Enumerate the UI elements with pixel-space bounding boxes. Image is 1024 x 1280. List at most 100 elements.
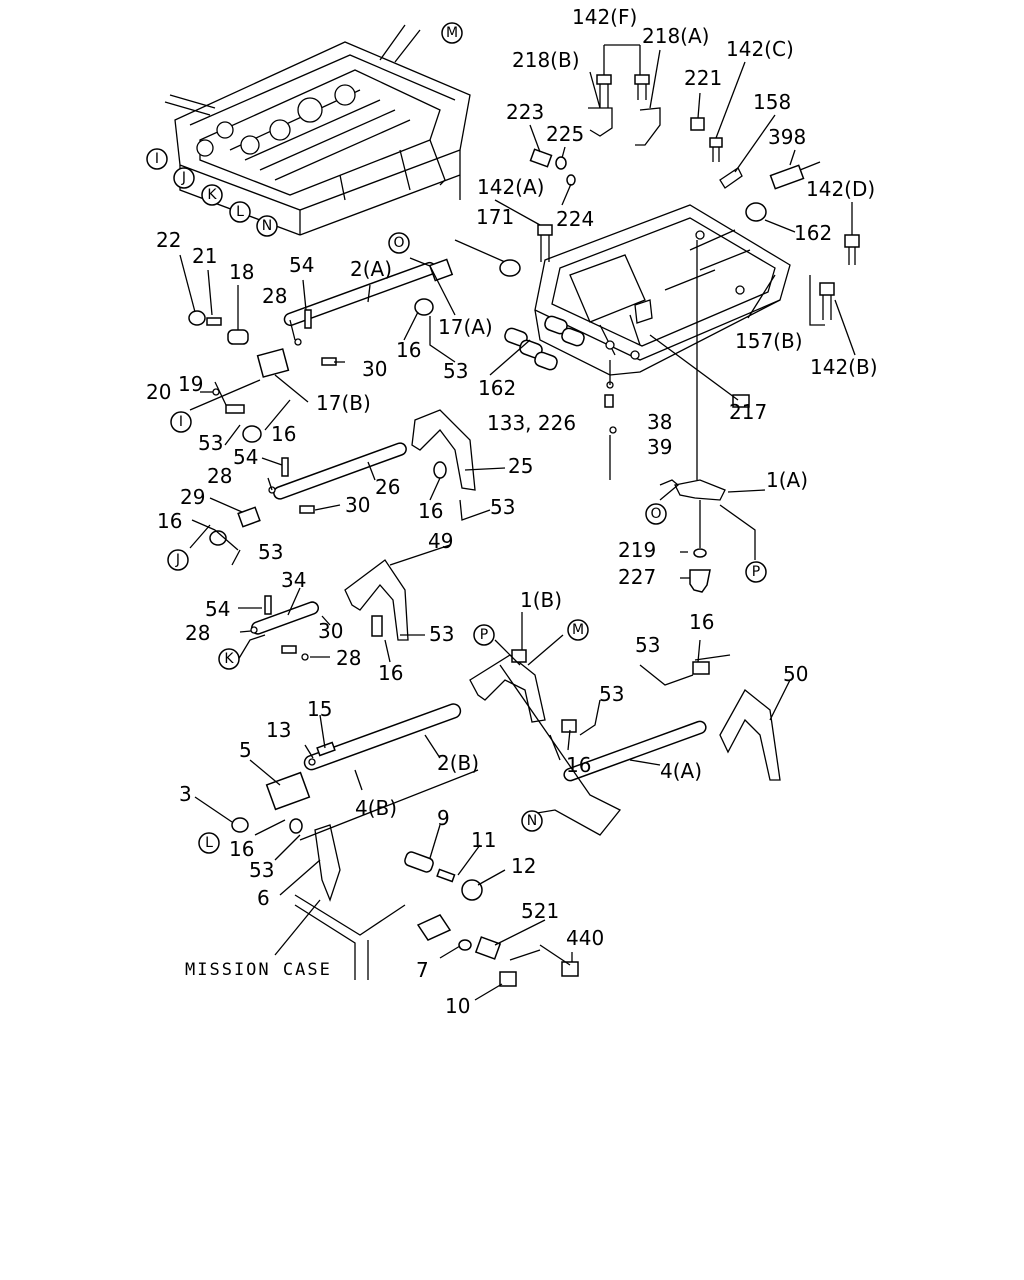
svg-text:O: O bbox=[650, 506, 661, 522]
svg-text:L: L bbox=[205, 835, 213, 851]
label-25: 25 bbox=[508, 454, 533, 478]
label-142A: 142(A) bbox=[477, 175, 544, 199]
label-158: 158 bbox=[753, 90, 791, 114]
callout-L-top: L bbox=[229, 201, 251, 223]
callout-K-top: K bbox=[201, 184, 223, 206]
mission-case-outline bbox=[294, 894, 406, 980]
shift-assembly-overview bbox=[164, 24, 471, 236]
callout-I-mid: I bbox=[170, 411, 192, 433]
svg-text:M: M bbox=[572, 622, 584, 638]
svg-text:I: I bbox=[155, 151, 159, 167]
label-53-d: 53 bbox=[258, 540, 283, 564]
label-12: 12 bbox=[511, 854, 536, 878]
label-16-h: 16 bbox=[229, 837, 254, 861]
label-19: 19 bbox=[178, 372, 203, 396]
label-4A: 4(A) bbox=[660, 759, 702, 783]
shift-forks bbox=[314, 409, 781, 902]
label-142B: 142(B) bbox=[810, 355, 878, 379]
label-225: 225 bbox=[546, 122, 584, 146]
label-16-c: 16 bbox=[418, 499, 443, 523]
label-2A: 2(A) bbox=[350, 257, 392, 281]
label-5: 5 bbox=[239, 738, 252, 762]
label-38: 38 bbox=[647, 410, 672, 434]
callout-J-mid: J bbox=[167, 549, 189, 571]
label-13: 13 bbox=[266, 718, 291, 742]
detent-parts bbox=[604, 381, 726, 593]
label-50: 50 bbox=[783, 662, 808, 686]
label-16-e: 16 bbox=[378, 661, 403, 685]
label-142F: 142(F) bbox=[572, 5, 637, 29]
label-142C: 142(C) bbox=[726, 37, 794, 61]
label-54-b: 54 bbox=[233, 445, 258, 469]
svg-text:I: I bbox=[179, 414, 183, 430]
label-3: 3 bbox=[179, 782, 192, 806]
label-219: 219 bbox=[618, 538, 656, 562]
label-2B: 2(B) bbox=[437, 751, 479, 775]
label-162-bottom: 162 bbox=[478, 376, 516, 400]
label-16-a: 16 bbox=[396, 338, 421, 362]
label-21: 21 bbox=[192, 244, 217, 268]
svg-text:K: K bbox=[207, 187, 217, 203]
label-162-top: 162 bbox=[794, 221, 832, 245]
label-1B: 1(B) bbox=[520, 588, 562, 612]
label-53-f: 53 bbox=[635, 633, 660, 657]
callout-P-fork: P bbox=[473, 624, 495, 646]
callout-L-lower: L bbox=[198, 832, 220, 854]
label-10: 10 bbox=[445, 994, 470, 1018]
label-53-h: 53 bbox=[249, 858, 274, 882]
small-fittings bbox=[188, 258, 710, 987]
label-49: 49 bbox=[428, 529, 453, 553]
svg-text:K: K bbox=[224, 651, 234, 667]
label-1A: 1(A) bbox=[766, 468, 808, 492]
label-28-a: 28 bbox=[262, 284, 287, 308]
svg-text:J: J bbox=[175, 552, 180, 568]
label-53-c: 53 bbox=[490, 495, 515, 519]
callout-P-right: P bbox=[745, 561, 767, 583]
label-16-g: 16 bbox=[566, 753, 591, 777]
label-53-e: 53 bbox=[429, 622, 454, 646]
label-28-d: 28 bbox=[336, 646, 361, 670]
label-17B: 17(B) bbox=[316, 391, 371, 415]
label-221: 221 bbox=[684, 66, 722, 90]
label-53-b: 53 bbox=[198, 431, 223, 455]
label-28-c: 28 bbox=[185, 621, 210, 645]
callout-O-right: O bbox=[645, 503, 667, 525]
svg-text:J: J bbox=[181, 170, 186, 186]
svg-text:O: O bbox=[393, 235, 404, 251]
svg-text:L: L bbox=[236, 204, 244, 220]
label-4B: 4(B) bbox=[355, 796, 397, 820]
svg-text:P: P bbox=[752, 564, 760, 580]
cylinder-parts bbox=[504, 315, 585, 371]
label-440: 440 bbox=[566, 926, 604, 950]
callout-N-lower: N bbox=[521, 810, 543, 832]
label-30-c: 30 bbox=[318, 619, 343, 643]
callout-M-top: M bbox=[441, 22, 463, 44]
label-157B: 157(B) bbox=[735, 329, 803, 353]
label-39: 39 bbox=[647, 435, 672, 459]
callout-O-top: O bbox=[388, 232, 410, 254]
label-6: 6 bbox=[257, 886, 270, 910]
label-29: 29 bbox=[180, 485, 205, 509]
callout-K-mid: K bbox=[218, 648, 240, 670]
part-labels: 142(F) 218(A) 218(B) 221 142(C) 223 225 … bbox=[146, 5, 878, 1018]
label-227: 227 bbox=[618, 565, 656, 589]
label-34: 34 bbox=[281, 568, 306, 592]
callout-N-top: N bbox=[256, 215, 278, 237]
label-54-a: 54 bbox=[289, 253, 314, 277]
label-53-g: 53 bbox=[599, 682, 624, 706]
label-20: 20 bbox=[146, 380, 171, 404]
label-133-226: 133, 226 bbox=[487, 411, 576, 435]
label-218B: 218(B) bbox=[512, 48, 580, 72]
label-16-b: 16 bbox=[271, 422, 296, 446]
label-30-b: 30 bbox=[345, 493, 370, 517]
callout-I-top: I bbox=[146, 148, 168, 170]
label-16-f: 16 bbox=[689, 610, 714, 634]
shift-rails bbox=[250, 261, 707, 782]
label-30-a: 30 bbox=[362, 357, 387, 381]
label-521: 521 bbox=[521, 899, 559, 923]
label-18: 18 bbox=[229, 260, 254, 284]
callout-M-fork: M bbox=[567, 619, 589, 641]
label-7: 7 bbox=[416, 958, 429, 982]
